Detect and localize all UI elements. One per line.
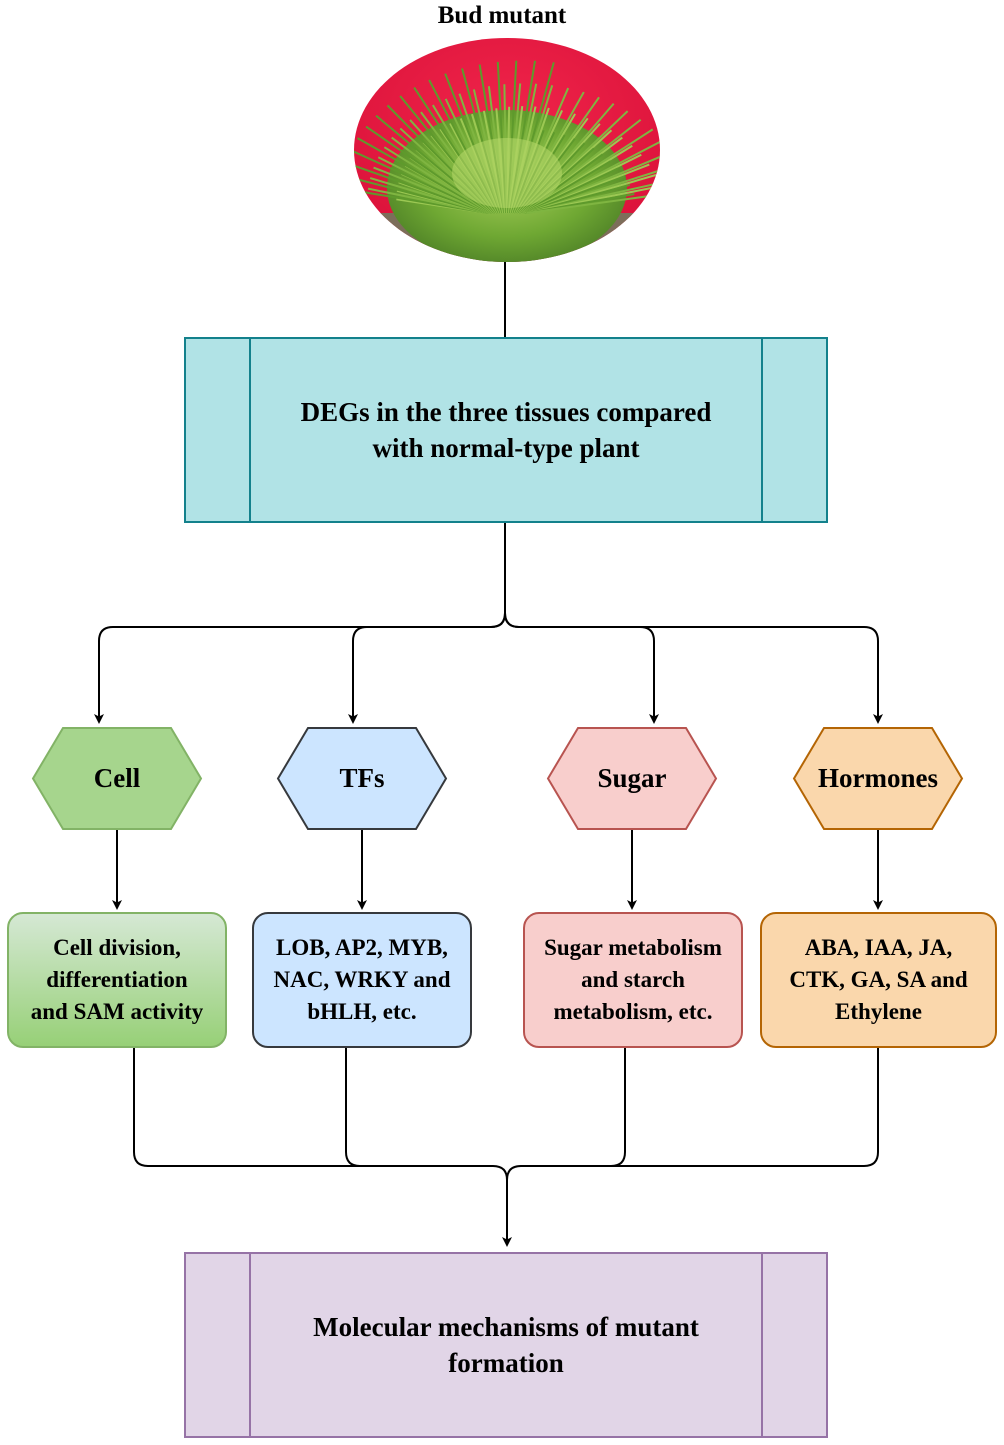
detail-box-sugar: Sugar metabolism and starch metabolism, … xyxy=(523,912,743,1048)
hexagon-hormones xyxy=(792,727,964,830)
molecular-mechanisms-line-1: Molecular mechanisms of mutant xyxy=(313,1312,699,1342)
plant-needle xyxy=(526,193,660,214)
connector-tfs-to-merge xyxy=(345,1048,493,1167)
plant-needle xyxy=(524,167,619,214)
plant-needle xyxy=(354,164,489,214)
molecular-mechanisms-text: Molecular mechanisms of mutant formation xyxy=(313,1309,699,1381)
process-box-side-line xyxy=(249,339,251,521)
deg-summary-line-2: with normal-type plant xyxy=(372,433,640,463)
plant-needle xyxy=(373,166,490,214)
hexagon-sugar xyxy=(546,727,718,830)
detail-cell-line-2: differentiation xyxy=(46,967,188,992)
connector-hormones-to-merge xyxy=(521,1048,879,1167)
detail-box-cell: Cell division, differentiation and SAM a… xyxy=(7,912,227,1048)
plant-needle xyxy=(356,137,491,214)
detail-box-hormones: ABA, IAA, JA, CTK, GA, SA and Ethylene xyxy=(760,912,997,1048)
plant-needle xyxy=(383,146,492,214)
detail-hormones-line-1: ABA, IAA, JA, xyxy=(804,935,953,960)
detail-tfs-line-3: bHLH, etc. xyxy=(307,999,417,1024)
molecular-mechanisms-box: Molecular mechanisms of mutant formation xyxy=(184,1252,828,1438)
connector-branch-to-tfs xyxy=(348,612,506,724)
deg-summary-line-1: DEGs in the three tissues compared xyxy=(300,397,712,427)
detail-sugar-line-2: and starch xyxy=(581,967,685,992)
process-box-side-line xyxy=(761,339,763,521)
connector-cell-to-merge xyxy=(133,1048,512,1247)
detail-sugar-line-1: Sugar metabolism xyxy=(544,935,722,960)
hex-label-sugar: Sugar xyxy=(597,763,667,793)
detail-tfs-line-1: LOB, AP2, MYB, xyxy=(276,935,448,960)
plant-needle xyxy=(522,153,604,214)
detail-tfs-line-2: NAC, WRKY and xyxy=(273,967,451,992)
process-box-side-line xyxy=(761,1254,763,1436)
detail-cell-line-3: and SAM activity xyxy=(30,999,204,1024)
connector-branch-to-hormones xyxy=(504,612,883,724)
diagram-title: Bud mutant xyxy=(437,2,567,29)
detail-sugar-line-3: metabolism, etc. xyxy=(553,999,713,1024)
plant-needle xyxy=(354,150,490,214)
detail-hormones-line-2: CTK, GA, SA and xyxy=(789,967,968,992)
plant-needle xyxy=(523,160,612,214)
hexagon-cell xyxy=(31,727,203,830)
molecular-mechanisms-line-2: formation xyxy=(448,1348,564,1378)
hex-label-tfs: TFs xyxy=(339,763,385,793)
deg-summary-text: DEGs in the three tissues compared with … xyxy=(301,394,712,466)
hexagon-tfs xyxy=(276,727,448,830)
deg-summary-box: DEGs in the three tissues compared with … xyxy=(184,337,828,523)
detail-hormones-line-3: Ethylene xyxy=(835,999,922,1024)
hex-label-cell: Cell xyxy=(93,763,141,793)
process-box-side-line xyxy=(249,1254,251,1436)
detail-cell-line-1: Cell division, xyxy=(53,935,181,960)
detail-box-tfs: LOB, AP2, MYB, NAC, WRKY and bHLH, etc. xyxy=(252,912,472,1048)
plant-needle xyxy=(377,156,490,214)
hex-label-hormones: Hormones xyxy=(818,763,938,793)
